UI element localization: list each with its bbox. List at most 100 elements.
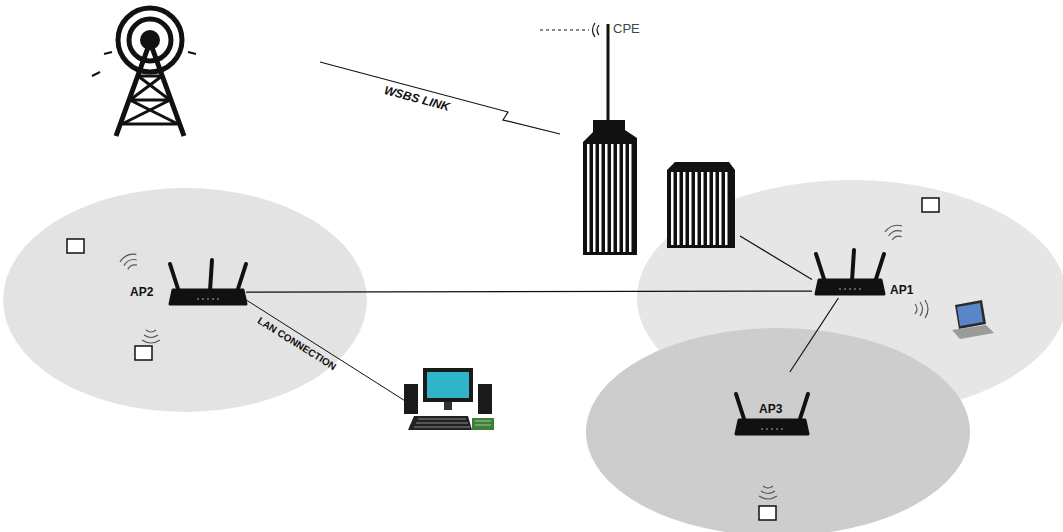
access-point: AP2 — [128, 258, 246, 306]
router-antenna — [852, 250, 854, 281]
desktop-computer — [427, 372, 469, 398]
access-point: AP3 — [730, 372, 812, 438]
desktop-computer — [404, 384, 418, 414]
router-led — [766, 428, 768, 430]
antenna-waves — [593, 23, 600, 37]
window-stripe — [725, 172, 728, 245]
window-stripe — [689, 172, 692, 245]
window-stripe — [701, 172, 704, 245]
router-led — [217, 298, 219, 300]
desktop-computer — [408, 416, 472, 430]
coverage-area — [586, 328, 970, 532]
window-stripe — [677, 172, 680, 245]
desktop-computer — [423, 368, 473, 402]
router-led — [839, 288, 841, 290]
node-label: CPE — [613, 22, 640, 36]
window-stripe — [707, 172, 710, 245]
signal-waves — [884, 223, 905, 241]
desktop-computer — [475, 421, 491, 425]
router-body — [736, 420, 808, 434]
router-led — [761, 428, 763, 430]
window-stripe — [617, 144, 620, 252]
signal-waves — [915, 300, 928, 318]
router-icon — [736, 394, 808, 434]
window-stripe — [719, 172, 722, 245]
node-shape — [575, 20, 740, 260]
router-antenna — [875, 254, 884, 282]
router-antenna — [736, 394, 745, 422]
window-stripe — [611, 144, 614, 252]
window-stripe — [605, 144, 608, 252]
router-led — [854, 288, 856, 290]
router-icon — [170, 260, 246, 304]
coverage-area — [3, 188, 367, 412]
desktop-computer — [404, 368, 494, 430]
router-led — [212, 298, 214, 300]
laptop — [957, 303, 983, 326]
cpe-node: CPE — [575, 20, 740, 260]
signal-waves — [142, 330, 160, 343]
router-led — [859, 288, 861, 290]
network-link — [740, 236, 812, 280]
wireless-link — [320, 62, 560, 134]
signal-waves — [119, 252, 141, 271]
laptop — [955, 300, 986, 329]
client-device — [759, 506, 776, 520]
radio-tower — [118, 8, 182, 72]
router-antenna — [170, 264, 179, 292]
router-led — [207, 298, 209, 300]
client-device — [922, 198, 939, 212]
desktop-computer — [414, 419, 470, 427]
antenna-beam — [540, 30, 589, 31]
node-label: AP2 — [130, 285, 153, 299]
router-body — [816, 280, 884, 294]
window-stripe — [599, 144, 602, 252]
window-stripe — [593, 144, 596, 252]
cpe-building — [540, 23, 735, 255]
small-building — [667, 162, 735, 248]
radio-tower — [129, 19, 171, 61]
router-led — [781, 428, 783, 430]
network-link — [790, 298, 839, 372]
window-stripe — [695, 172, 698, 245]
gap — [637, 160, 667, 255]
desktop-computer — [472, 418, 494, 430]
window-stripe — [671, 172, 674, 245]
router-led — [202, 298, 204, 300]
signal-waves — [759, 486, 777, 499]
router-antenna — [210, 260, 212, 291]
window-stripe — [623, 144, 626, 252]
tall-building — [583, 120, 637, 255]
radio-tower — [92, 8, 196, 136]
window-stripe — [587, 144, 590, 252]
router-led — [844, 288, 846, 290]
lan-cable — [240, 296, 410, 404]
window-stripe — [713, 172, 716, 245]
radio-tower — [116, 42, 184, 136]
client-device — [67, 198, 939, 520]
router-body — [170, 290, 246, 304]
network-link — [246, 291, 812, 293]
router-antenna — [799, 394, 808, 422]
laptop — [952, 325, 994, 339]
desktop-computer — [478, 384, 492, 414]
radio-tower — [122, 76, 178, 124]
radio-tower — [92, 52, 196, 76]
router-antenna — [816, 254, 825, 282]
router-led — [849, 288, 851, 290]
node-label: AP1 — [890, 283, 913, 297]
window-stripe — [683, 172, 686, 245]
desktop-computer — [444, 402, 452, 410]
laptop — [952, 300, 994, 339]
window-stripe — [629, 144, 632, 252]
node-label: AP3 — [759, 402, 782, 416]
router-led — [776, 428, 778, 430]
router-led — [771, 428, 773, 430]
client-device — [135, 346, 152, 360]
router-icon — [816, 250, 884, 294]
